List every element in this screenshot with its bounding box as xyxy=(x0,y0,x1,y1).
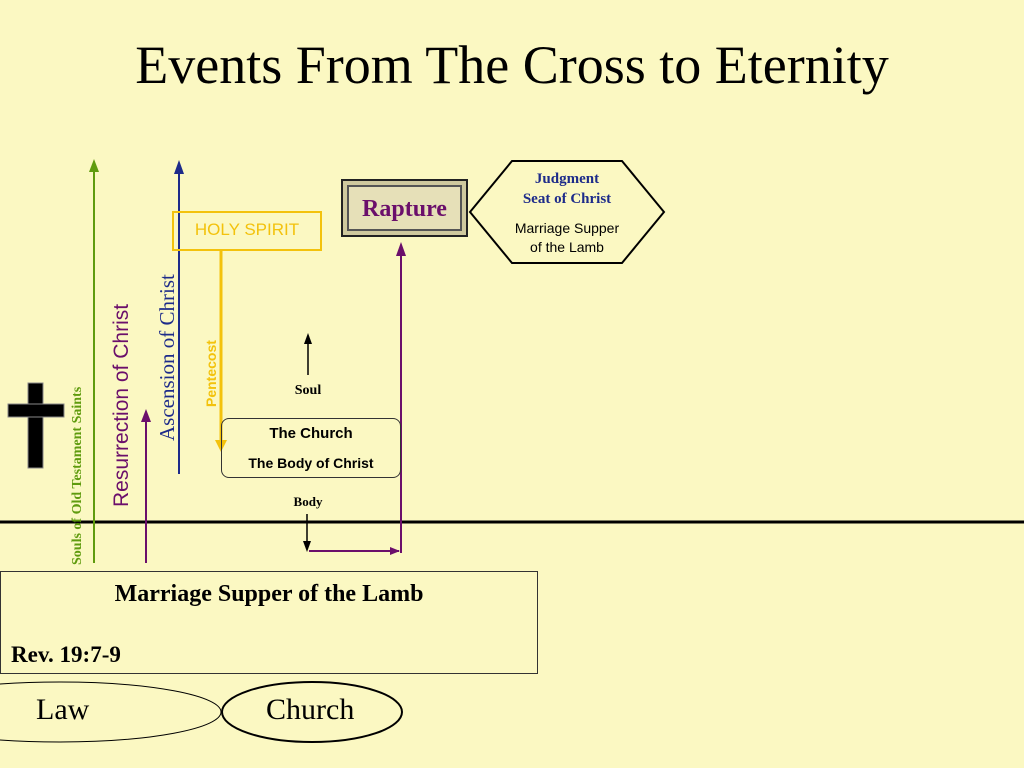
holy-spirit-label: HOLY SPIRIT xyxy=(194,220,300,239)
judgment-sub2: of the Lamb xyxy=(530,239,604,255)
judgment-sub1: Marriage Supper xyxy=(514,220,620,236)
ascension-arrow xyxy=(174,160,184,474)
cross-icon xyxy=(7,382,65,469)
judgment-seat-label: Judgment Seat of Christ xyxy=(500,169,634,209)
souls-arrow xyxy=(89,159,99,563)
judgment-line2: Seat of Christ xyxy=(522,191,612,207)
rapture-box xyxy=(341,179,468,237)
resurrection-arrow xyxy=(141,409,151,563)
ascension-label: Ascension of Christ xyxy=(155,274,179,441)
pentecost-label: Pentecost xyxy=(203,340,219,407)
body-label: Body xyxy=(293,494,323,509)
scripture-reference: Rev. 19:7-9 xyxy=(11,642,121,667)
resurrection-label: Resurrection of Christ xyxy=(110,303,133,507)
church-ellipse xyxy=(221,681,403,743)
holy-spirit-box xyxy=(172,211,322,251)
marriage-supper-title: Marriage Supper of the Lamb xyxy=(114,581,424,607)
church-title: The Church xyxy=(269,425,353,442)
judgment-hexagon xyxy=(468,160,666,264)
era-church-label: Church xyxy=(266,693,355,726)
soul-label: Soul xyxy=(294,383,322,398)
rapture-label: Rapture xyxy=(362,196,447,222)
church-box xyxy=(221,418,401,478)
soul-arrow xyxy=(304,333,312,375)
body-rapture-path xyxy=(303,242,406,555)
era-law-label: Law xyxy=(36,693,90,726)
law-ellipse xyxy=(0,681,222,743)
souls-label: Souls of Old Testament Saints xyxy=(70,386,85,565)
judgment-line1: Judgment xyxy=(534,171,600,187)
slide-title: Events From The Cross to Eternity xyxy=(135,35,889,95)
marriage-supper-box xyxy=(0,571,538,674)
judgment-marriage-label: Marriage Supper of the Lamb xyxy=(500,219,634,257)
church-subtitle: The Body of Christ xyxy=(248,455,374,471)
